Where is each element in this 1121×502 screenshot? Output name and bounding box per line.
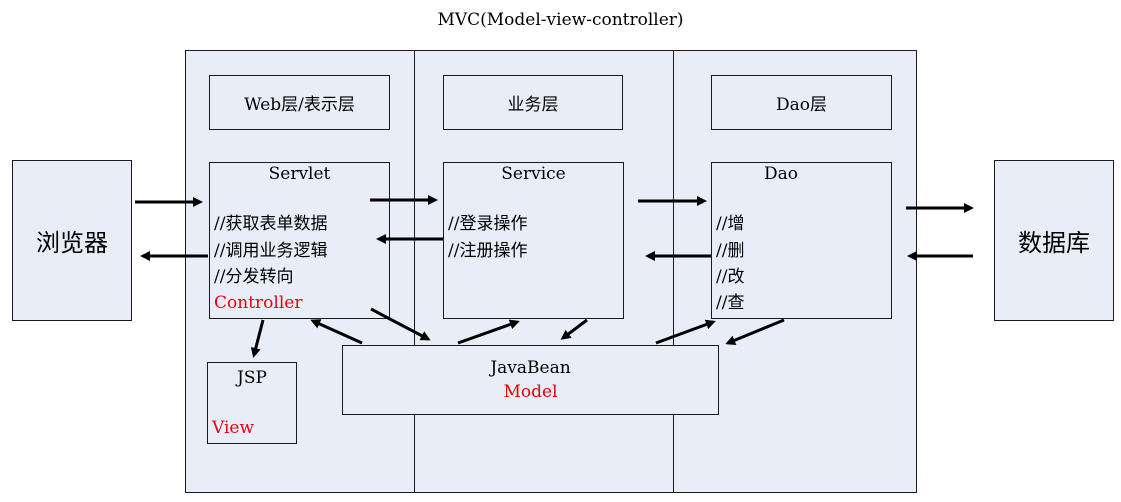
arrow-servlet-to-jsp [250, 319, 265, 358]
column-divider [673, 50, 674, 493]
web-layer-label: Web层/表示层 [244, 95, 355, 115]
dao-layer-header: Dao层 [711, 75, 892, 130]
diagram-title: MVC(Model-view-controller) [437, 10, 684, 30]
service-title: Service [501, 164, 566, 184]
arrow-service-to-javabean [560, 318, 588, 340]
dao-layer-label: Dao层 [776, 95, 827, 115]
service-layer-label: 业务层 [507, 95, 559, 115]
dao-line: //查 [716, 293, 745, 313]
browser-box: 浏览器 [12, 160, 132, 321]
service-box [443, 162, 624, 319]
arrow-javabean-to-dao [655, 319, 716, 345]
controller-label: Controller [214, 293, 303, 313]
jsp-title: JSP [237, 368, 267, 388]
dao-line: //增 [716, 214, 745, 234]
service-layer-header: 业务层 [443, 75, 623, 130]
servlet-line: //分发转向 [214, 267, 294, 287]
dao-line: //删 [716, 241, 745, 261]
web-layer-header: Web层/表示层 [209, 75, 390, 130]
arrow-servlet-to-javabean [370, 307, 431, 341]
jsp-box [207, 362, 297, 444]
arrow-javabean-to-servlet [310, 319, 363, 345]
database-box: 数据库 [994, 160, 1114, 321]
javabean-box [342, 345, 719, 415]
javabean-title: JavaBean [490, 358, 571, 378]
arrow-javabean-to-service [457, 319, 520, 345]
browser-label: 浏览器 [36, 229, 108, 257]
model-label: Model [503, 382, 558, 402]
dao-title: Dao [764, 164, 798, 184]
servlet-box [209, 162, 390, 319]
service-line: //登录操作 [448, 214, 528, 234]
servlet-line: //获取表单数据 [214, 214, 328, 234]
arrow-dao-to-javabean [725, 318, 785, 345]
dao-line: //改 [716, 267, 745, 287]
servlet-line: //调用业务逻辑 [214, 241, 328, 261]
database-label: 数据库 [1018, 229, 1090, 257]
column-divider [414, 50, 415, 493]
view-label: View [212, 418, 255, 438]
servlet-title: Servlet [268, 164, 331, 184]
service-line: //注册操作 [448, 241, 528, 261]
dao-box [711, 162, 892, 319]
